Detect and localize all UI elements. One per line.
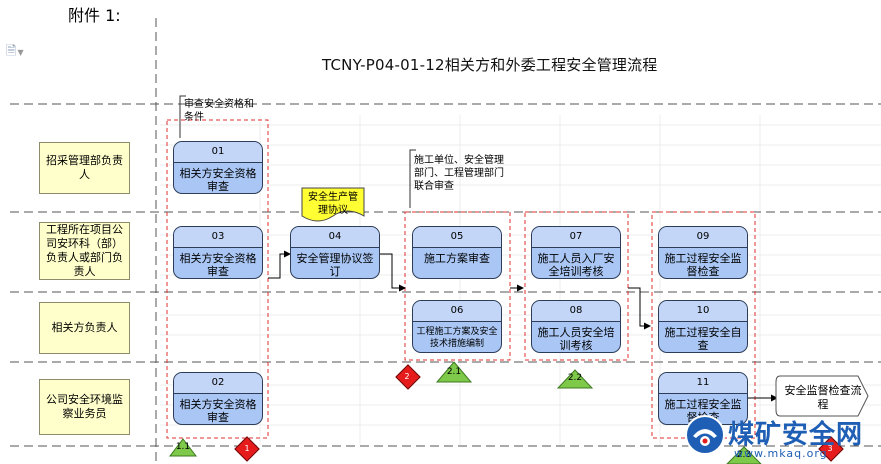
process-number: 01 [174,142,262,163]
lane-dividers [10,18,881,464]
process-number: 06 [413,301,501,322]
process-label: 工程施工方案及安全技术措施编制 [416,327,498,349]
watermark-logo-icon [685,415,725,455]
diamond-marker-1-label: 1 [244,444,250,453]
process-number: 11 [659,373,747,394]
process-number: 05 [413,227,501,248]
process-02[interactable]: 02 相关方安全资格审查 [173,372,263,425]
triangle-label-1-1: 1.1 [175,442,191,452]
triangle-label-2-1: 2.1 [446,367,462,377]
process-label: 施工过程安全自查 [664,326,742,352]
agreement-document-shape [301,187,365,222]
role-safety-inspector: 公司安全环境监察业务员 [39,379,130,435]
process-label: 施工人员入厂安全培训考核 [537,252,615,278]
role-contractor: 相关方负责人 [39,302,130,354]
process-label: 施工过程安全监督检查 [664,252,742,278]
process-number: 09 [659,227,747,248]
process-05[interactable]: 05 施工方案审查 [412,226,502,279]
process-03[interactable]: 03 相关方安全资格审查 [173,226,263,279]
role-project-safety: 工程所在项目公司安环科（部）负责人或部门负责人 [39,222,130,280]
process-number: 04 [291,227,379,248]
end-process-label: 安全监督检查流程 [784,384,862,411]
process-label: 相关方安全资格审查 [179,252,257,278]
qualification-note-bracket [179,95,186,138]
process-10[interactable]: 10 施工过程安全自查 [658,300,748,353]
process-number: 10 [659,301,747,322]
process-number: 08 [532,301,620,322]
triangle-marker-2-3 [726,446,762,464]
joint-review-note: 施工单位、安全管理部门、工程管理部门联合审查 [414,155,504,192]
watermark-text: 煤矿安全网 [728,420,864,450]
process-label: 施工方案审查 [424,252,490,265]
process-label: 相关方安全资格审查 [179,398,257,424]
agreement-document-label: 安全生产管理协议 [308,192,358,216]
control-triangles [168,361,762,464]
process-number: 07 [532,227,620,248]
process-06[interactable]: 06 工程施工方案及安全技术措施编制 [412,300,502,353]
process-07[interactable]: 07 施工人员入厂安全培训考核 [531,226,621,279]
process-label: 相关方安全资格审查 [179,167,257,193]
process-number: 03 [174,227,262,248]
dropdown-caret-icon[interactable]: ▼ [17,48,24,57]
triangle-marker-2-2 [556,369,594,389]
process-09[interactable]: 09 施工过程安全监督检查 [658,226,748,279]
connectors [268,250,778,402]
process-label: 安全管理协议签订 [296,252,374,278]
triangle-label-2-3: 2.3 [736,450,752,460]
end-process-shape [775,375,869,417]
attachment-label: 附件 1: [68,6,121,25]
process-label: 施工人员安全培训考核 [537,326,615,352]
triangle-marker-1-1 [168,438,198,457]
diamond-marker-3-label: 3 [827,444,833,453]
role-procurement: 招采管理部负责人 [39,142,130,194]
page-title: TCNY-P04-01-12相关方和外委工程安全管理流程 [322,56,658,74]
joint-review-note-bracket [409,149,416,208]
group-frames [166,119,756,439]
qualification-note: 审查安全资格和条件 [184,99,254,123]
process-08[interactable]: 08 施工人员安全培训考核 [531,300,621,353]
watermark-url: www.mkaq.org [734,447,828,460]
triangle-label-2-2: 2.2 [567,373,583,383]
process-01[interactable]: 01 相关方安全资格审查 [173,141,263,194]
triangle-marker-2-1 [435,361,473,383]
diamond-marker-2-label: 2 [404,372,410,381]
document-icon[interactable]: 🗎▼ [6,44,24,59]
process-04[interactable]: 04 安全管理协议签订 [290,226,380,279]
process-number: 02 [174,373,262,394]
